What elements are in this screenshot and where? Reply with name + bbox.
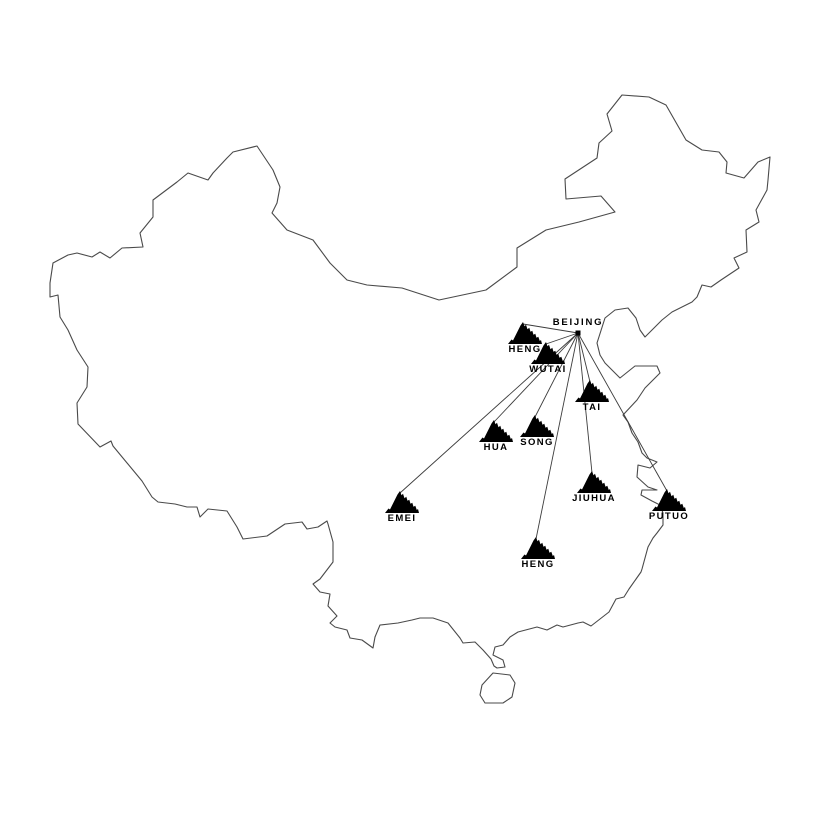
mountain-icon (577, 471, 611, 493)
connector-line-song (534, 332, 579, 418)
mountain-label: SONG (520, 437, 554, 448)
connector-line-putuo (577, 332, 668, 492)
connector-line-wutai (545, 332, 579, 345)
mountain-label: HENG (521, 559, 554, 570)
mountain-label: PUTUO (649, 511, 689, 522)
mountain-icon (520, 415, 554, 437)
mountain-label: EMEI (388, 513, 417, 524)
mountain-label: HUA (484, 442, 509, 453)
mountain-label: TAI (583, 402, 602, 413)
mountain-icon (652, 489, 686, 511)
connector-line-tai (577, 332, 591, 383)
beijing-label: BEIJING (553, 317, 604, 328)
connector-line-heng (535, 332, 579, 540)
mountain-label: WUTAI (529, 364, 566, 375)
china-outline (49, 94, 771, 669)
mountain-icon (508, 322, 542, 344)
hainan-island-outline (479, 672, 516, 704)
mountain-label: HENG (508, 344, 541, 355)
connector-line-jiuhua (577, 332, 593, 474)
connector-line-hua (493, 332, 579, 423)
mountain-icon (479, 420, 513, 442)
mountain-icon (575, 380, 609, 402)
beijing-marker-dot (575, 330, 581, 336)
mountain-icon (385, 491, 419, 513)
mountain-icon (531, 342, 565, 364)
mountain-label: JIUHUA (572, 493, 616, 504)
connector-line-heng (522, 323, 579, 334)
mountain-icon (521, 537, 555, 559)
